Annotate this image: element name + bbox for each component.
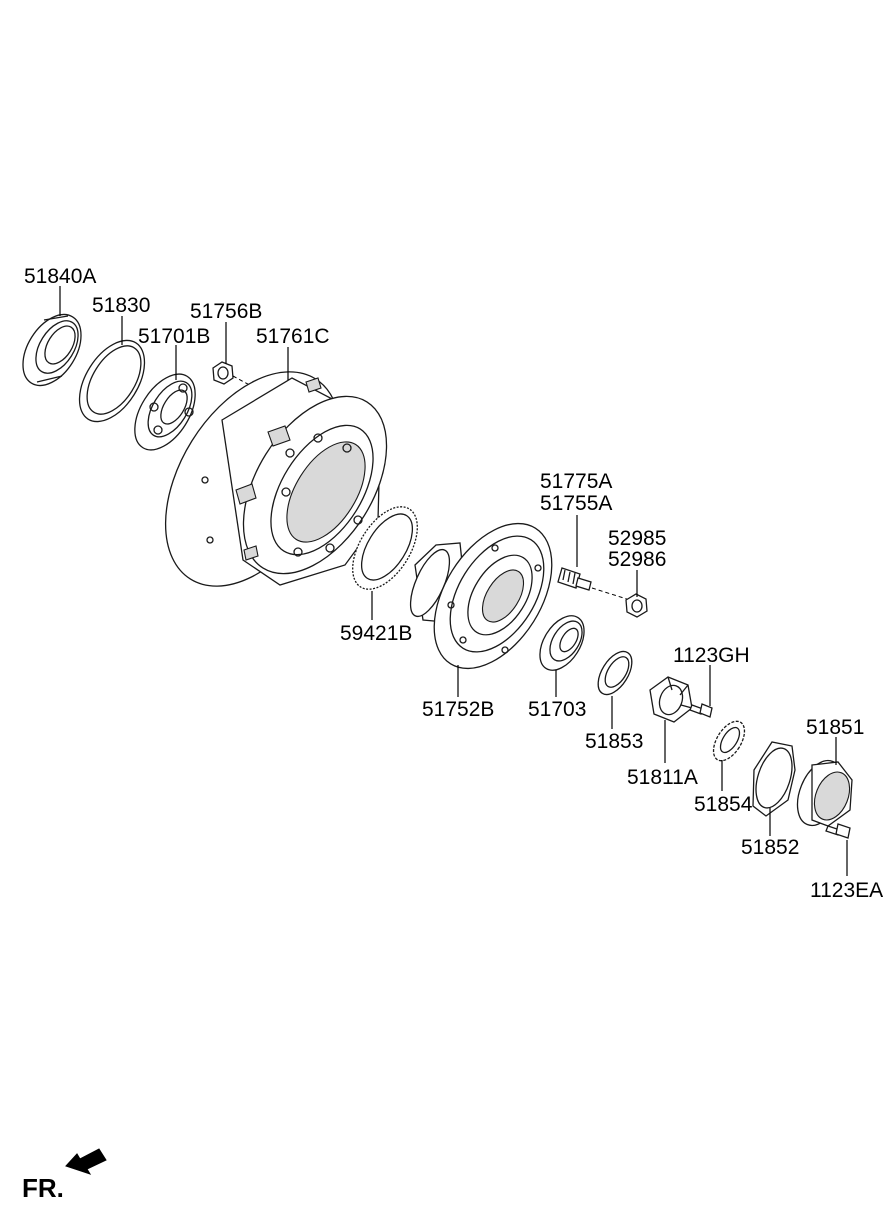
- part-52985-nut[interactable]: [625, 593, 648, 618]
- part-51854-lock-plate[interactable]: [707, 716, 751, 766]
- label-51851[interactable]: 51851: [806, 716, 864, 739]
- label-51853[interactable]: 51853: [585, 730, 643, 753]
- part-1123EA-bolt[interactable]: [825, 823, 851, 839]
- label-51752B[interactable]: 51752B: [422, 698, 494, 721]
- part-51752B-hub[interactable]: [403, 503, 577, 690]
- label-51755A[interactable]: 51755A: [540, 492, 612, 515]
- front-direction-indicator: FR.: [22, 1148, 107, 1203]
- direction-arrow-icon: [65, 1148, 107, 1175]
- label-1123GH[interactable]: 1123GH: [673, 644, 750, 667]
- label-52985[interactable]: 52985: [608, 527, 666, 550]
- part-59421B-tone-wheel[interactable]: [339, 496, 430, 601]
- part-51775A-stud-bolt[interactable]: [557, 567, 592, 591]
- label-51854[interactable]: 51854: [694, 793, 753, 816]
- part-51756B-nut[interactable]: [212, 361, 234, 385]
- label-51840A[interactable]: 51840A: [24, 265, 96, 288]
- fr-label: FR.: [22, 1173, 64, 1203]
- part-51761C-brake-drum[interactable]: [129, 341, 416, 617]
- label-51703[interactable]: 51703: [528, 698, 586, 721]
- part-1123GH-bolt[interactable]: [689, 703, 713, 718]
- label-51761C[interactable]: 51761C: [256, 325, 330, 348]
- label-51852[interactable]: 51852: [741, 836, 799, 859]
- part-51701B-bearing[interactable]: [122, 364, 207, 461]
- part-51852-gasket[interactable]: [749, 741, 799, 817]
- part-51840A-oil-seal[interactable]: [11, 304, 93, 396]
- part-51853-lock-washer[interactable]: [591, 646, 638, 700]
- label-51756B[interactable]: 51756B: [190, 300, 262, 323]
- part-51811A-hub-nut[interactable]: [649, 676, 693, 723]
- part-51703-bearing[interactable]: [531, 608, 593, 678]
- label-59421B[interactable]: 59421B: [340, 622, 412, 645]
- label-51811A[interactable]: 51811A: [627, 766, 698, 789]
- part-labels: 51840A 51830 51756B 51701B 51761C 51775A…: [24, 265, 883, 902]
- leader-lines: [59, 286, 848, 876]
- label-52986[interactable]: 52986: [608, 548, 666, 571]
- part-51851-hub-cap[interactable]: [789, 754, 856, 832]
- part-51830-race-ring[interactable]: [66, 329, 158, 433]
- label-51775A[interactable]: 51775A: [540, 470, 612, 493]
- label-1123EA[interactable]: 1123EA: [810, 879, 883, 902]
- label-51830[interactable]: 51830: [92, 294, 150, 317]
- label-51701B[interactable]: 51701B: [138, 325, 210, 348]
